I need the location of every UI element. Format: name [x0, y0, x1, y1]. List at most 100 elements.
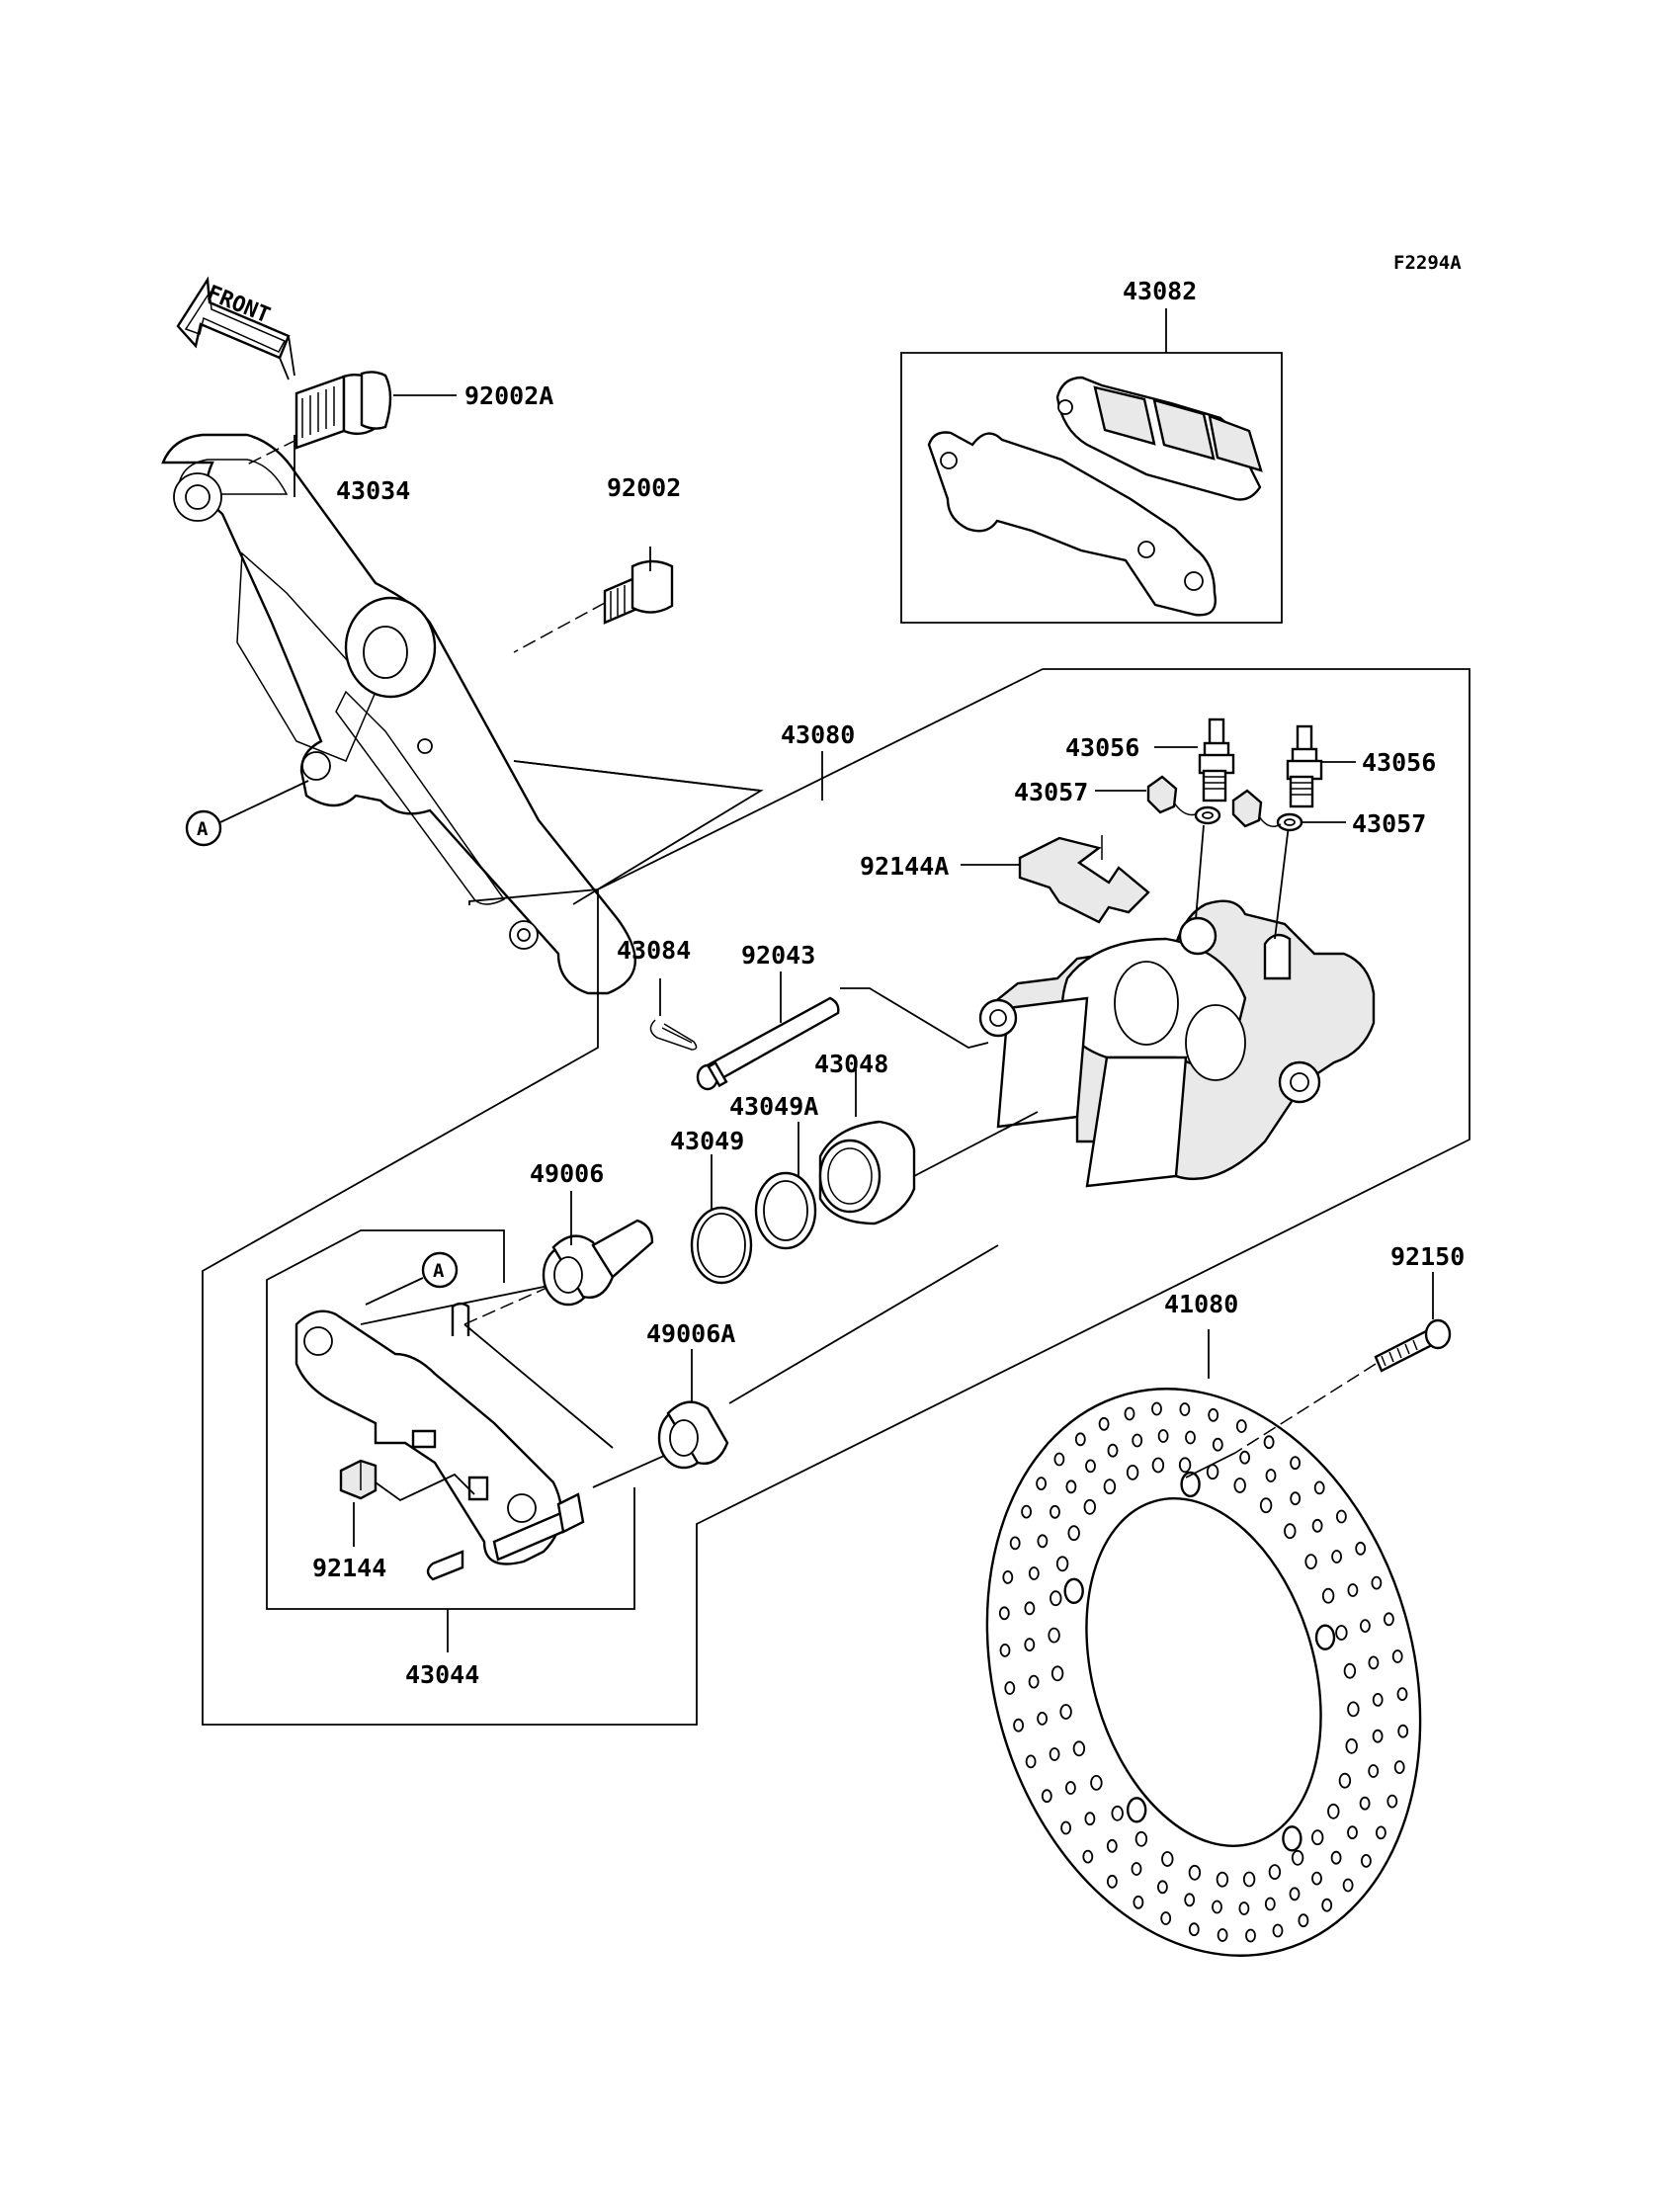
disc-vent-hole: [1371, 1575, 1383, 1590]
label-49006A: 49006A: [646, 1319, 735, 1348]
disc-vent-hole: [1235, 1419, 1247, 1433]
disc-vent-hole: [1359, 1796, 1371, 1811]
bolt-92002A: [294, 371, 392, 450]
disc-vent-hole: [1131, 1862, 1142, 1876]
disc-vent-hole: [1360, 1619, 1371, 1633]
label-43044: 43044: [405, 1660, 479, 1689]
disc-mount-hole: [1180, 1471, 1201, 1498]
disc-vent-hole: [1368, 1764, 1380, 1778]
disc-mount-hole: [1314, 1624, 1336, 1650]
disc-vent-hole: [1107, 1874, 1118, 1889]
disc-vent-hole: [1268, 1864, 1282, 1880]
disc-vent-hole: [1355, 1541, 1367, 1556]
disc-vent-hole: [1272, 1923, 1284, 1938]
ref-marker-a-lower-text: A: [433, 1260, 445, 1282]
disc-vent-hole: [1347, 1583, 1359, 1597]
disc-vent-hole: [1338, 1772, 1352, 1789]
label-43057-right: 43057: [1352, 809, 1426, 838]
disc-vent-hole: [1036, 1477, 1047, 1490]
disc-vent-hole: [1343, 1662, 1357, 1679]
disc-vent-hole: [999, 1644, 1011, 1657]
label-41080: 41080: [1164, 1290, 1238, 1318]
disc-vent-hole: [1238, 1901, 1250, 1915]
disc-vent-hole: [1049, 1747, 1060, 1761]
disc-vent-hole: [1132, 1433, 1143, 1448]
disc-vent-hole: [1098, 1416, 1110, 1431]
dust-boot-49006: [542, 1219, 654, 1307]
label-43057-left: 43057: [1014, 778, 1088, 806]
disc-vent-hole: [1284, 1523, 1297, 1540]
disc-vent-hole: [1028, 1674, 1040, 1689]
disc-vent-hole: [1083, 1498, 1097, 1515]
pad-pin-92043: [696, 996, 840, 1091]
support-bracket-shape: [294, 1302, 585, 1581]
disc-vent-hole: [1265, 1469, 1277, 1482]
disc-vent-hole: [1368, 1655, 1380, 1670]
disc-vent-hole: [1053, 1452, 1065, 1467]
disc-vent-hole: [1126, 1465, 1139, 1480]
ref-marker-a-lower: A: [421, 1251, 459, 1289]
disc-vent-hole: [1103, 1479, 1117, 1495]
disc-vent-hole: [1291, 1849, 1304, 1866]
label-92002: 92002: [607, 473, 681, 502]
caliper-bracket-shape: [161, 433, 636, 995]
disc-vent-hole: [1178, 1457, 1192, 1474]
disc-vent-hole: [1212, 1900, 1222, 1914]
disc-vent-hole: [1245, 1928, 1256, 1943]
disc-vent-hole: [1037, 1712, 1048, 1726]
disc-vent-hole: [1188, 1922, 1200, 1937]
brake-pad-front-shape: [927, 431, 1217, 617]
disc-vent-hole: [1048, 1627, 1060, 1644]
front-arrow-icon: FRONT: [176, 276, 295, 380]
disc-vent-hole: [1216, 1871, 1229, 1888]
brake-pads-group: 43082: [900, 277, 1283, 624]
disc-mount-hole: [1282, 1825, 1302, 1852]
disc-vent-hole: [1361, 1854, 1372, 1868]
disc-vent-hole: [1208, 1407, 1219, 1422]
disc-vent-hole: [1372, 1693, 1384, 1707]
disc-vent-hole: [1111, 1805, 1124, 1821]
caliper-bracket-group: [161, 433, 636, 995]
disc-vent-hole: [1028, 1566, 1040, 1580]
disc-vent-hole: [1082, 1849, 1094, 1864]
disc-vent-hole: [1085, 1459, 1096, 1474]
disc-vent-hole: [1090, 1775, 1103, 1791]
caliper-piston-43048: [818, 1120, 916, 1225]
label-92144: 92144: [312, 1554, 386, 1582]
disc-vent-hole: [1259, 1497, 1273, 1514]
disc-vent-hole: [1304, 1554, 1317, 1569]
brake-disc-41080: [985, 1388, 1422, 1957]
diagram-code: F2294A: [1393, 252, 1462, 274]
disc-bolt-92150: [1374, 1318, 1452, 1373]
disc-vent-hole: [1124, 1406, 1135, 1421]
disc-vent-hole: [1188, 1864, 1202, 1881]
disc-vent-hole: [1372, 1729, 1384, 1743]
disc-vent-hole: [1330, 1850, 1342, 1865]
disc-vent-hole: [1107, 1443, 1119, 1458]
disc-vent-hole: [1024, 1638, 1036, 1651]
disc-vent-hole: [1157, 1880, 1168, 1895]
disc-vent-hole: [1321, 1898, 1333, 1912]
label-43056-left: 43056: [1065, 733, 1139, 762]
label-43034: 43034: [336, 476, 410, 505]
disc-vent-hole: [1290, 1456, 1301, 1471]
disc-vent-hole: [1179, 1402, 1191, 1416]
disc-vent-hole: [1037, 1534, 1049, 1549]
disc-vent-hole: [1185, 1430, 1196, 1445]
label-43082: 43082: [1123, 277, 1197, 305]
disc-vent-hole: [1393, 1760, 1405, 1774]
disc-vent-hole: [1397, 1724, 1409, 1738]
disc-vent-hole: [1289, 1887, 1301, 1901]
disc-vent-hole: [1024, 1601, 1036, 1616]
disc-vent-hole: [1298, 1913, 1309, 1928]
dust-boot-49006A: [657, 1400, 729, 1470]
disc-vent-hole: [1217, 1928, 1228, 1942]
disc-vent-hole: [1160, 1911, 1172, 1925]
label-43056-right: 43056: [1362, 748, 1436, 777]
caliper-assembly-outline: [202, 668, 1470, 1726]
disc-vent-hole: [1376, 1825, 1386, 1840]
piston-seal-43049: [690, 1206, 753, 1285]
disc-vent-hole: [1157, 1429, 1169, 1443]
disc-vent-hole: [998, 1606, 1010, 1621]
